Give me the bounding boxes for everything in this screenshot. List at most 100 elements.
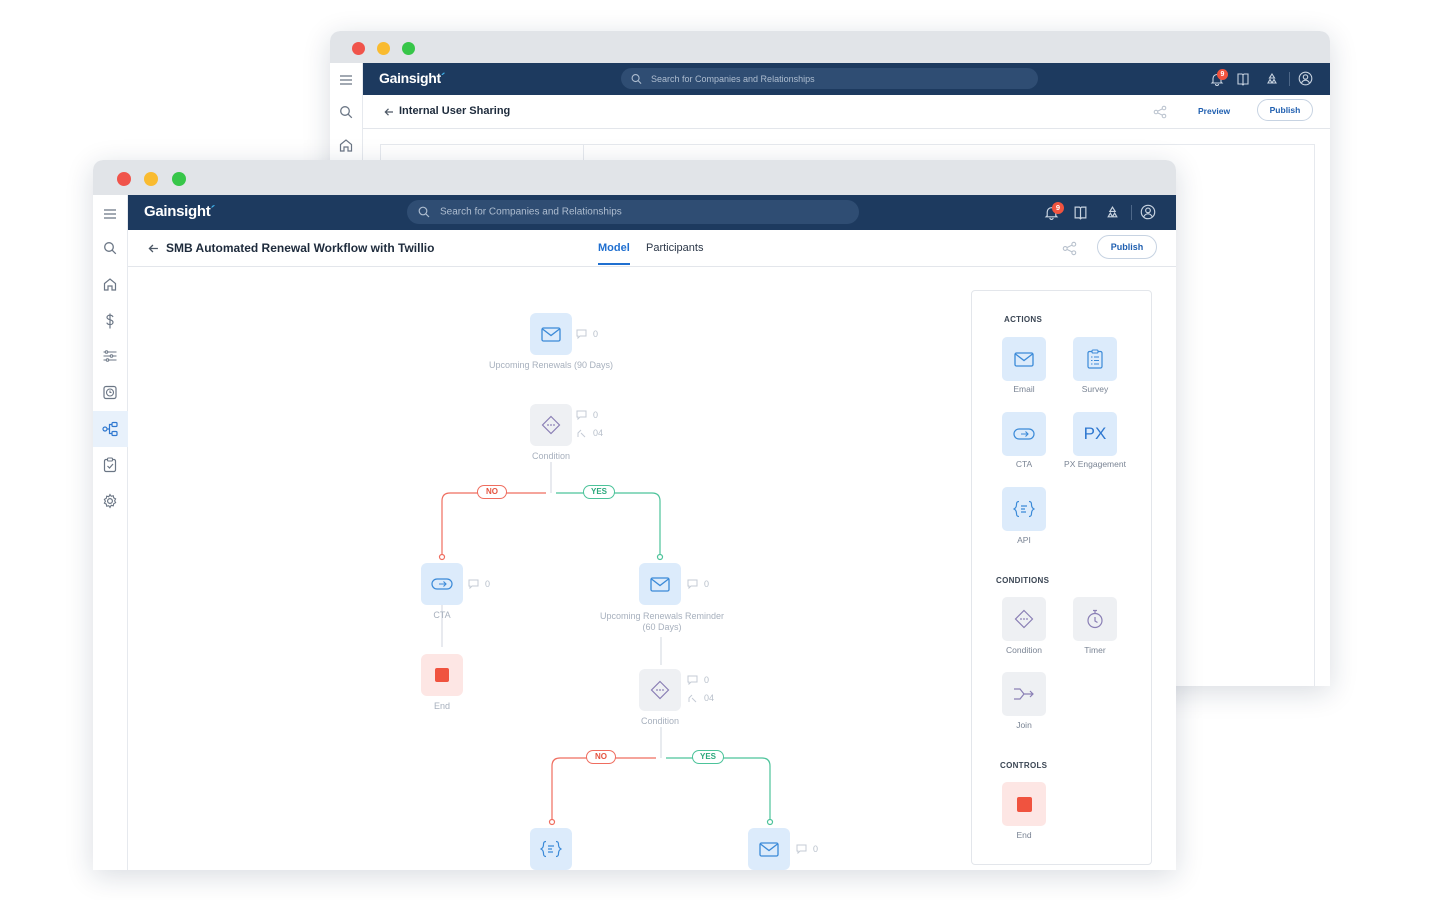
clock-icon[interactable] (103, 385, 118, 400)
comment-icon (687, 579, 698, 589)
window-titlebar (330, 31, 1330, 63)
publish-button[interactable]: Publish (1097, 235, 1157, 259)
email-icon (650, 576, 670, 592)
user-profile-icon[interactable] (1298, 71, 1313, 86)
search-input[interactable]: Search for Companies and Relationships (621, 68, 1038, 89)
user-profile-icon[interactable] (1140, 204, 1156, 220)
email-node[interactable] (639, 563, 681, 605)
comment-icon (687, 675, 698, 685)
palette-item-timer[interactable] (1073, 597, 1117, 641)
condition-icon (541, 415, 561, 435)
notification-badge: 9 (1052, 202, 1064, 214)
share-icon[interactable] (1153, 105, 1167, 119)
workflow-connectors (438, 462, 774, 826)
palette-item-cta[interactable] (1002, 412, 1046, 456)
palette-item-label: API (1017, 535, 1031, 545)
back-arrow-icon[interactable] (148, 243, 159, 254)
tab-participants[interactable]: Participants (646, 242, 704, 254)
px-icon: PX (1083, 424, 1107, 443)
cta-icon (431, 578, 453, 590)
menu-icon[interactable] (339, 74, 353, 86)
cta-icon (1013, 428, 1035, 440)
recycle-icon[interactable] (1105, 205, 1120, 220)
back-arrow-icon[interactable] (384, 107, 394, 117)
palette-item-join[interactable] (1002, 672, 1046, 716)
journey-icon (102, 421, 118, 437)
page-title: Internal User Sharing (399, 105, 511, 117)
front-window: Gainsight´ Search for Companies and Rela… (93, 160, 1176, 870)
preview-button[interactable]: Preview (1198, 106, 1231, 116)
email-node[interactable] (748, 828, 790, 870)
comment-icon (468, 579, 479, 589)
search-icon[interactable] (339, 105, 353, 119)
gainsight-logo[interactable]: Gainsight´ (144, 203, 216, 220)
palette-item-end[interactable] (1002, 782, 1046, 826)
email-icon (541, 326, 561, 342)
timeline-icon[interactable] (103, 350, 118, 362)
checklist-icon[interactable] (103, 457, 117, 473)
branch-count: 04 (704, 693, 715, 703)
survey-icon (1087, 349, 1103, 369)
close-window-button[interactable] (117, 172, 131, 186)
comment-count: 0 (704, 579, 710, 589)
palette-item-label: Email (1013, 384, 1035, 394)
end-node[interactable] (421, 654, 463, 696)
top-navigation-bar: Gainsight´ Search for Companies and Rela… (128, 195, 1176, 230)
search-placeholder: Search for Companies and Relationships (651, 73, 815, 84)
branch-icon (577, 429, 586, 438)
maximize-window-button[interactable] (172, 172, 186, 186)
palette-heading-conditions: CONDITIONS (996, 576, 1050, 585)
recycle-icon[interactable] (1265, 72, 1279, 86)
search-input[interactable]: Search for Companies and Relationships (407, 200, 859, 224)
search-icon[interactable] (103, 241, 117, 255)
page-header: SMB Automated Renewal Workflow with Twil… (128, 230, 1176, 267)
email-icon (1014, 351, 1034, 367)
node-label: Condition (640, 716, 680, 726)
palette-item-survey[interactable] (1073, 337, 1117, 381)
minimize-window-button[interactable] (377, 42, 390, 55)
node-label: CTA (433, 610, 451, 620)
close-window-button[interactable] (352, 42, 365, 55)
palette-item-label: PX Engagement (1064, 459, 1126, 469)
branch-yes-label: YES (692, 750, 724, 764)
api-node[interactable] (530, 828, 572, 870)
comment-count: 0 (813, 844, 819, 854)
node-label: (60 Days) (642, 622, 682, 632)
palette-item-api[interactable] (1002, 487, 1046, 531)
home-icon[interactable] (103, 277, 118, 291)
tab-model[interactable]: Model (598, 242, 630, 265)
gear-icon[interactable] (102, 493, 118, 509)
home-icon[interactable] (339, 138, 354, 152)
end-icon (1016, 796, 1032, 812)
sidebar (93, 195, 128, 870)
dollar-icon[interactable] (104, 313, 116, 329)
menu-icon[interactable] (103, 208, 117, 220)
palette-item-label: Condition (1006, 645, 1042, 655)
node-palette: ACTIONS Email Survey CTA PX PX Engagemen… (971, 290, 1152, 865)
search-icon (631, 73, 642, 84)
share-icon[interactable] (1062, 241, 1077, 256)
maximize-window-button[interactable] (402, 42, 415, 55)
minimize-window-button[interactable] (144, 172, 158, 186)
book-icon[interactable] (1073, 205, 1088, 220)
node-label: Upcoming Renewals (90 Days) (488, 360, 614, 370)
branch-no-label: NO (586, 750, 616, 764)
page-title: SMB Automated Renewal Workflow with Twil… (166, 241, 435, 255)
search-icon (418, 206, 430, 218)
book-icon[interactable] (1236, 72, 1250, 86)
palette-item-px-engagement[interactable]: PX (1073, 412, 1117, 456)
email-icon (759, 841, 779, 857)
comment-count: 0 (485, 579, 491, 589)
sidebar-item-journey-active[interactable] (93, 411, 128, 447)
palette-item-email[interactable] (1002, 337, 1046, 381)
comment-count: 0 (593, 410, 599, 420)
top-navigation-bar: Gainsight´ Search for Companies and Rela… (363, 63, 1330, 95)
email-node[interactable] (530, 313, 572, 355)
palette-item-label: Survey (1081, 384, 1109, 394)
publish-button[interactable]: Publish (1257, 99, 1313, 121)
condition-node[interactable] (530, 404, 572, 446)
palette-item-condition[interactable] (1002, 597, 1046, 641)
gainsight-logo[interactable]: Gainsight´ (379, 70, 446, 86)
cta-node[interactable] (421, 563, 463, 605)
condition-node[interactable] (639, 669, 681, 711)
